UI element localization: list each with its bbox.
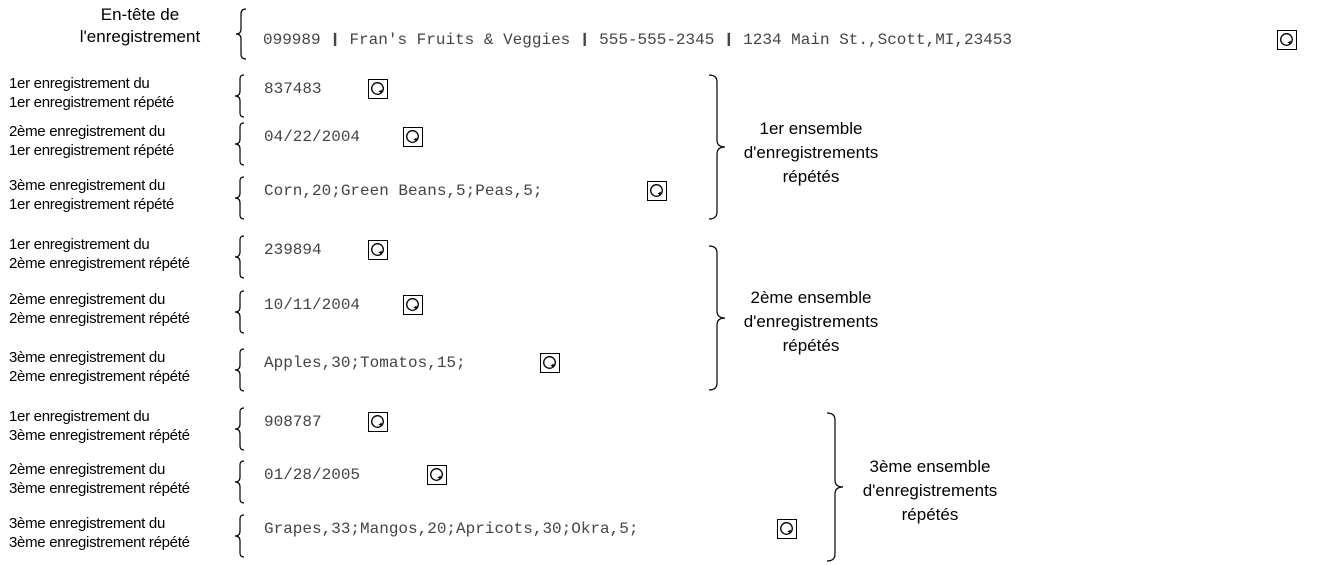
record-left-brace bbox=[234, 348, 245, 392]
group-label-line2: d'enregistrements bbox=[743, 312, 879, 331]
record-label-line1: 2ème enregistrement du bbox=[9, 461, 165, 478]
header-label-line2: l'enregistrement bbox=[79, 27, 201, 46]
group-label-line1: 2ème ensemble bbox=[750, 288, 872, 307]
group-label-line3: répétés bbox=[901, 505, 959, 524]
record-value: 908787 bbox=[264, 413, 322, 431]
record-left-brace bbox=[234, 176, 245, 220]
record-label-line1: 1er enregistrement du bbox=[9, 75, 150, 92]
record-label-line1: 3ème enregistrement du bbox=[9, 177, 165, 194]
record-label-line2: 3ème enregistrement répété bbox=[9, 480, 190, 497]
record-label-line2: 1er enregistrement répété bbox=[9, 142, 175, 159]
record-label-line2: 2ème enregistrement répété bbox=[9, 368, 190, 385]
record-left-brace bbox=[234, 460, 245, 504]
record-end-icon bbox=[427, 465, 447, 485]
record-left-brace bbox=[234, 290, 245, 334]
record-left-brace bbox=[234, 407, 245, 451]
record-label-line2: 2ème enregistrement répété bbox=[9, 310, 190, 327]
record-label: 2ème enregistrement du 2ème enregistremen… bbox=[9, 290, 190, 328]
record-end-icon bbox=[1277, 30, 1297, 50]
record-end-icon bbox=[368, 240, 388, 260]
record-value: 10/11/2004 bbox=[264, 296, 361, 314]
record-end-icon bbox=[368, 79, 388, 99]
group-right-brace bbox=[708, 245, 726, 391]
record-label: 3ème enregistrement du 2ème enregistremen… bbox=[9, 348, 190, 386]
record-end-icon bbox=[403, 127, 423, 147]
record-label-line2: 2ème enregistrement répété bbox=[9, 255, 190, 272]
record-label-line2: 3ème enregistrement répété bbox=[9, 427, 190, 444]
record-label: 2ème enregistrement du 3ème enregistremen… bbox=[9, 460, 190, 498]
record-label: 1er enregistrement du 1er enregistrement … bbox=[9, 74, 174, 112]
group-right-brace bbox=[826, 412, 844, 562]
record-label: 1er enregistrement du 2ème enregistrement… bbox=[9, 235, 190, 273]
record-label: 2ème enregistrement du 1er enregistrement… bbox=[9, 122, 174, 160]
record-left-brace bbox=[234, 122, 245, 166]
record-end-icon bbox=[540, 353, 560, 373]
record-label-line2: 3ème enregistrement répété bbox=[9, 534, 190, 551]
record-left-brace bbox=[234, 514, 245, 558]
group-label-line3: répétés bbox=[782, 336, 840, 355]
group-label-line1: 1er ensemble bbox=[759, 119, 863, 138]
group-label-line2: d'enregistrements bbox=[862, 481, 998, 500]
record-end-icon bbox=[777, 519, 797, 539]
record-label-line2: 1er enregistrement répété bbox=[9, 196, 175, 213]
record-value: Apples,30;Tomatos,15; bbox=[264, 354, 466, 372]
record-label-line1: 1er enregistrement du bbox=[9, 408, 150, 425]
group-label: 3ème ensemble d'enregistrements répétés bbox=[845, 455, 1015, 527]
record-end-icon bbox=[647, 181, 667, 201]
record-label: 3ème enregistrement du 1er enregistrement… bbox=[9, 176, 174, 214]
record-value: Grapes,33;Mangos,20;Apricots,30;Okra,5; bbox=[264, 520, 639, 538]
record-left-brace bbox=[234, 74, 245, 118]
record-label-line1: 2ème enregistrement du bbox=[9, 123, 165, 140]
record-value: 01/28/2005 bbox=[264, 466, 361, 484]
record-label-line1: 1er enregistrement du bbox=[9, 236, 150, 253]
group-right-brace bbox=[708, 74, 726, 220]
group-label-line2: d'enregistrements bbox=[743, 143, 879, 162]
group-label: 1er ensemble d'enregistrements répétés bbox=[726, 117, 896, 189]
record-end-icon bbox=[403, 295, 423, 315]
record-value: Corn,20;Green Beans,5;Peas,5; bbox=[264, 182, 543, 200]
header-left-brace bbox=[235, 8, 247, 60]
group-label: 2ème ensemble d'enregistrements répétés bbox=[726, 286, 896, 358]
header-record: 099989 ❙ Fran's Fruits & Veggies ❙ 555-5… bbox=[263, 31, 1013, 49]
record-value: 239894 bbox=[264, 241, 322, 259]
group-label-line3: répétés bbox=[782, 167, 840, 186]
record-label-line1: 3ème enregistrement du bbox=[9, 515, 165, 532]
record-label: 1er enregistrement du 3ème enregistrement… bbox=[9, 407, 190, 445]
record-label-line1: 2ème enregistrement du bbox=[9, 291, 165, 308]
header-label: En-tête de l'enregistrement bbox=[40, 4, 240, 48]
record-end-icon bbox=[368, 412, 388, 432]
record-value: 837483 bbox=[264, 80, 322, 98]
record-value: 04/22/2004 bbox=[264, 128, 361, 146]
header-label-line1: En-tête de bbox=[100, 5, 180, 24]
record-left-brace bbox=[234, 235, 245, 279]
record-label: 3ème enregistrement du 3ème enregistremen… bbox=[9, 514, 190, 552]
record-label-line1: 3ème enregistrement du bbox=[9, 349, 165, 366]
record-label-line2: 1er enregistrement répété bbox=[9, 94, 175, 111]
group-label-line1: 3ème ensemble bbox=[869, 457, 991, 476]
